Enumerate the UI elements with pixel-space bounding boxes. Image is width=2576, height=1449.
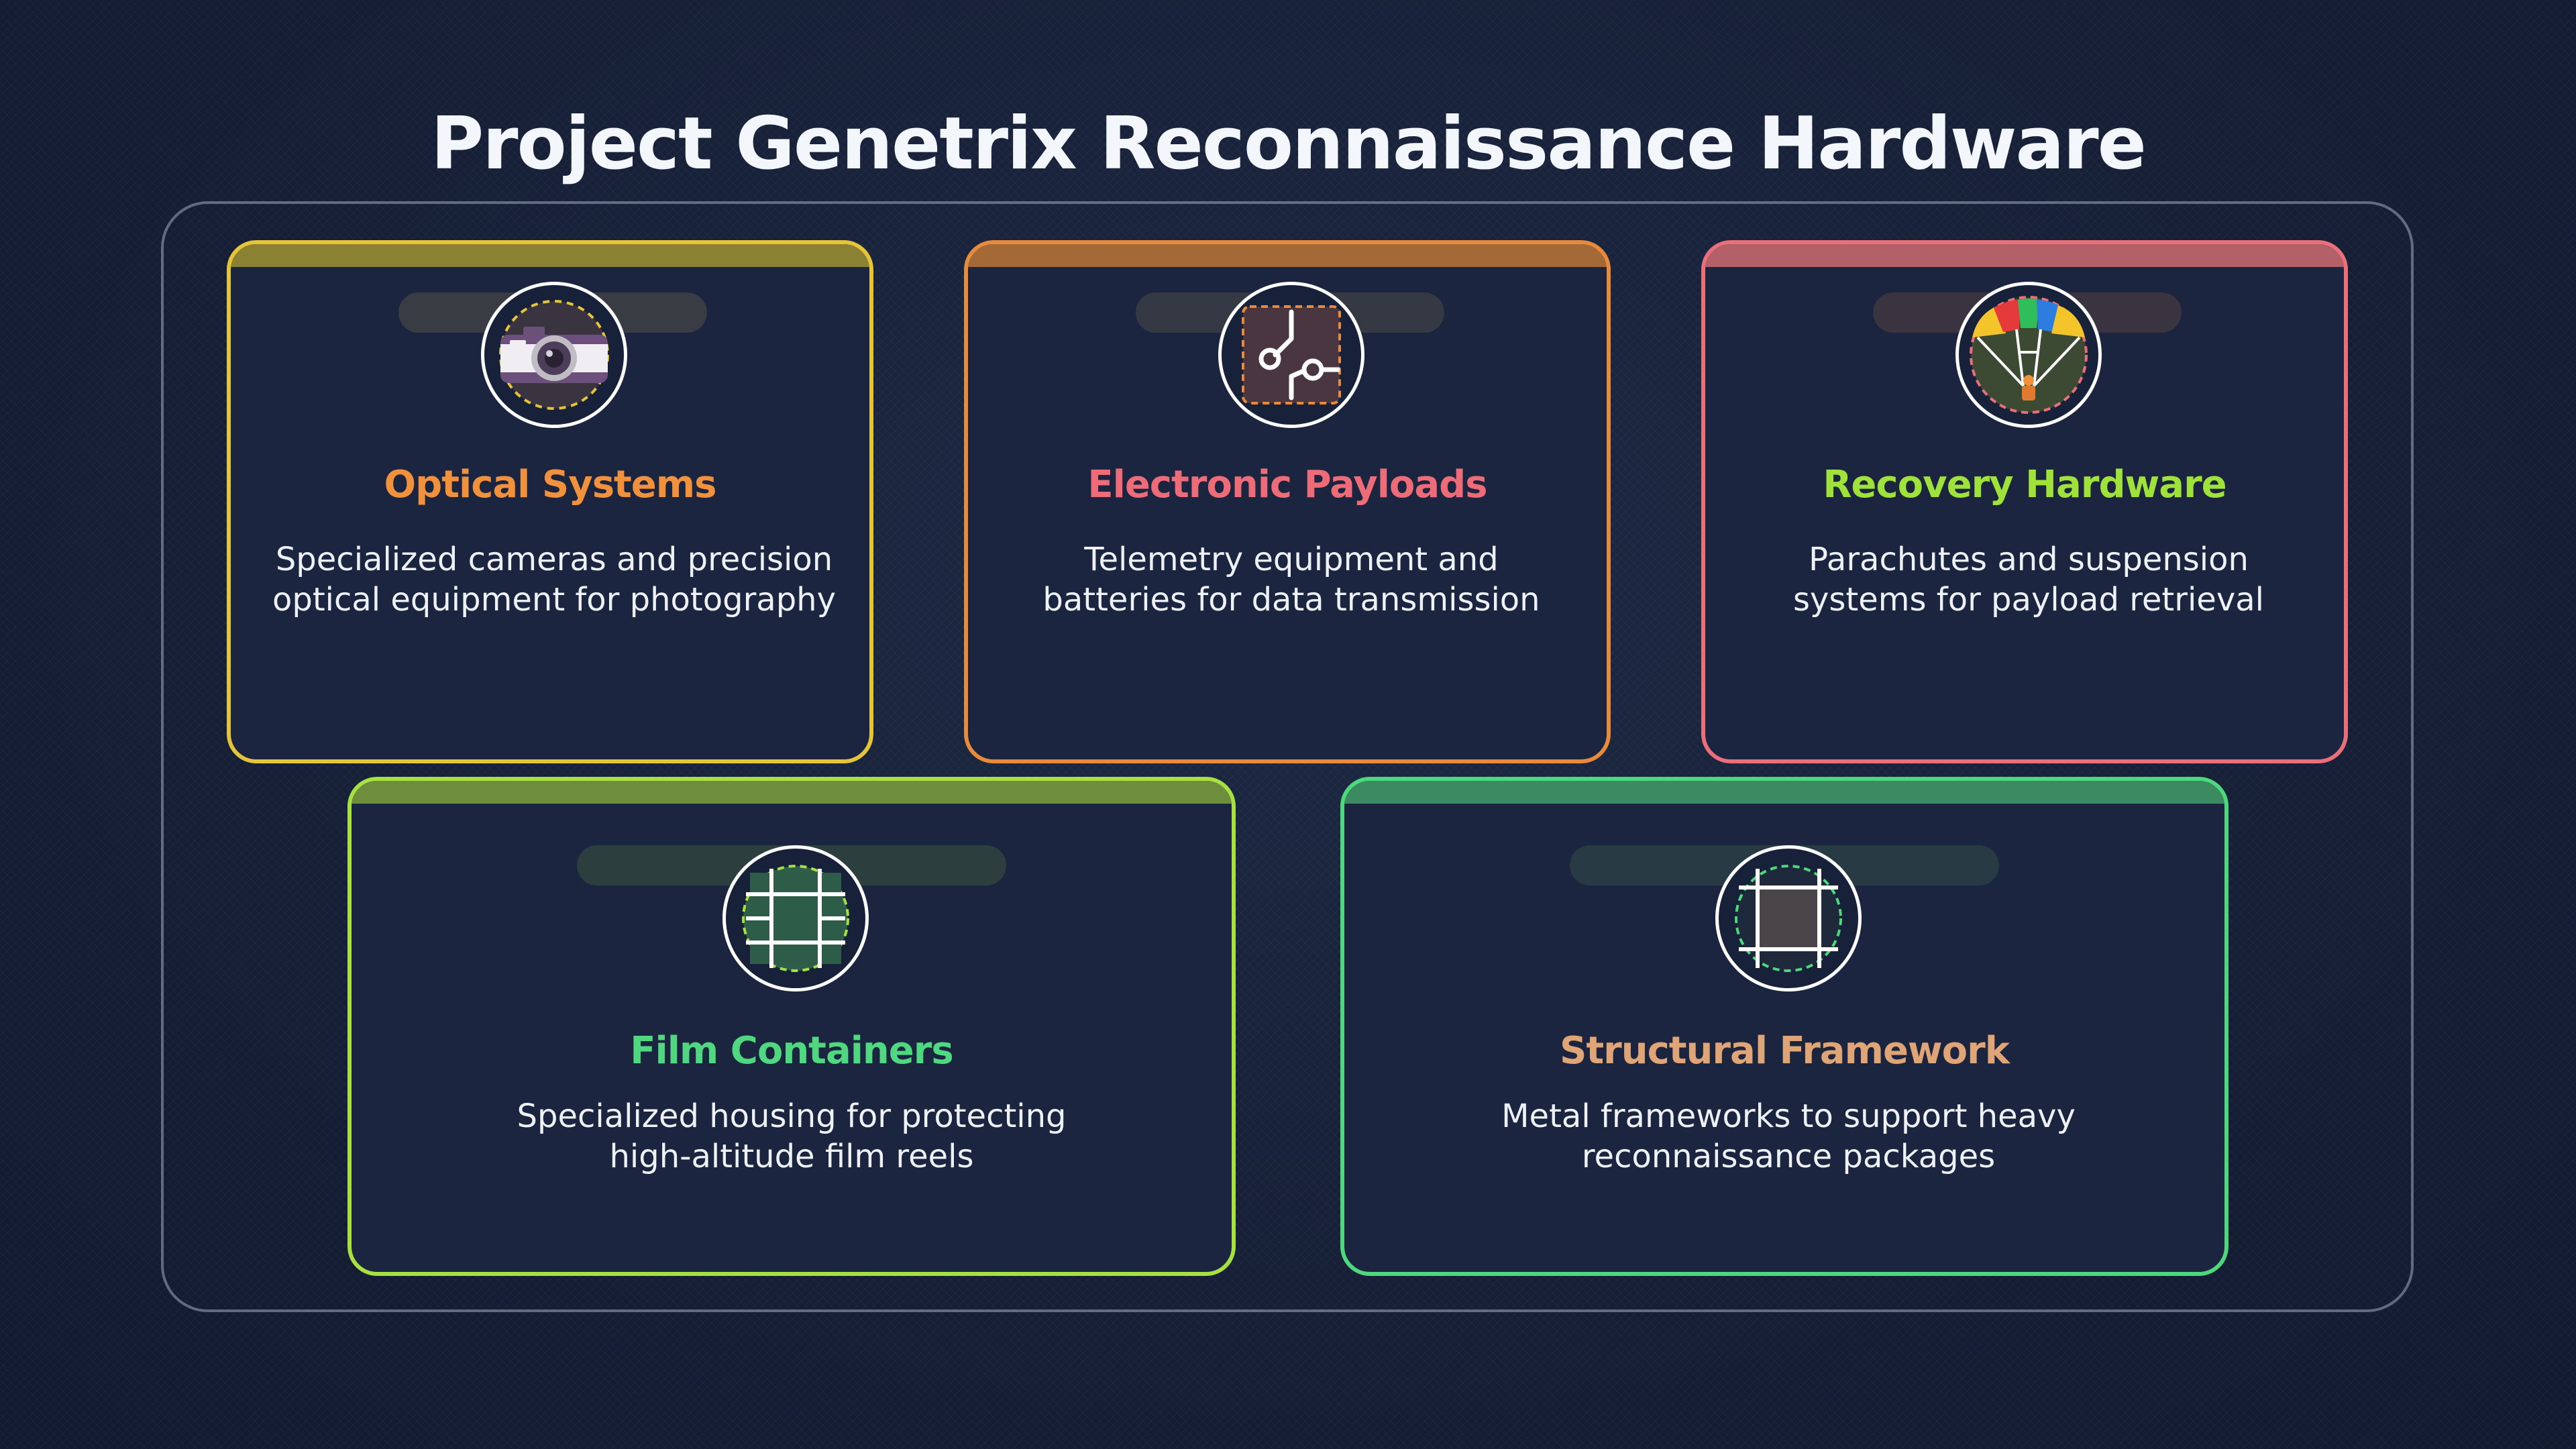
card-description: Telemetry equipment and batteries for da… — [1042, 541, 1540, 619]
card-electronic-payloads: Electronic Payloads Telemetry equipment … — [964, 240, 1611, 763]
page-title: Project Genetrix Reconnaissance Hardware — [431, 102, 2147, 186]
camera-icon — [481, 282, 627, 428]
card-recovery-hardware: Recovery Hardware Parachutes and suspens… — [1701, 240, 2348, 763]
card-header-bar — [1705, 244, 2344, 267]
card-title: Electronic Payloads — [1087, 463, 1487, 506]
card-description: Specialized housing for protecting high-… — [517, 1097, 1067, 1175]
card-title: Film Containers — [630, 1029, 953, 1073]
parachute-icon — [1955, 282, 2102, 428]
card-title: Recovery Hardware — [1823, 463, 2226, 506]
card-header-bar — [352, 781, 1232, 804]
circuit-icon — [1218, 282, 1364, 428]
card-description: Specialized cameras and precision optica… — [272, 541, 837, 619]
card-description: Metal frameworks to support heavy reconn… — [1501, 1097, 2076, 1175]
card-title: Structural Framework — [1560, 1029, 2010, 1073]
film-container-icon — [722, 845, 869, 991]
card-header-bar — [1344, 781, 2224, 804]
card-header-bar — [968, 244, 1607, 267]
card-optical-systems: Optical Systems Specialized cameras and … — [227, 240, 873, 763]
card-structural-framework: Structural Framework Metal frameworks to… — [1340, 777, 2229, 1276]
card-header-bar — [231, 244, 869, 267]
card-film-containers: Film Containers Specialized housing for … — [347, 777, 1236, 1276]
card-description: Parachutes and suspension systems for pa… — [1793, 541, 2264, 619]
diagram-frame — [161, 201, 2414, 1312]
frame-structure-icon — [1715, 845, 1862, 991]
card-title: Optical Systems — [384, 463, 717, 506]
